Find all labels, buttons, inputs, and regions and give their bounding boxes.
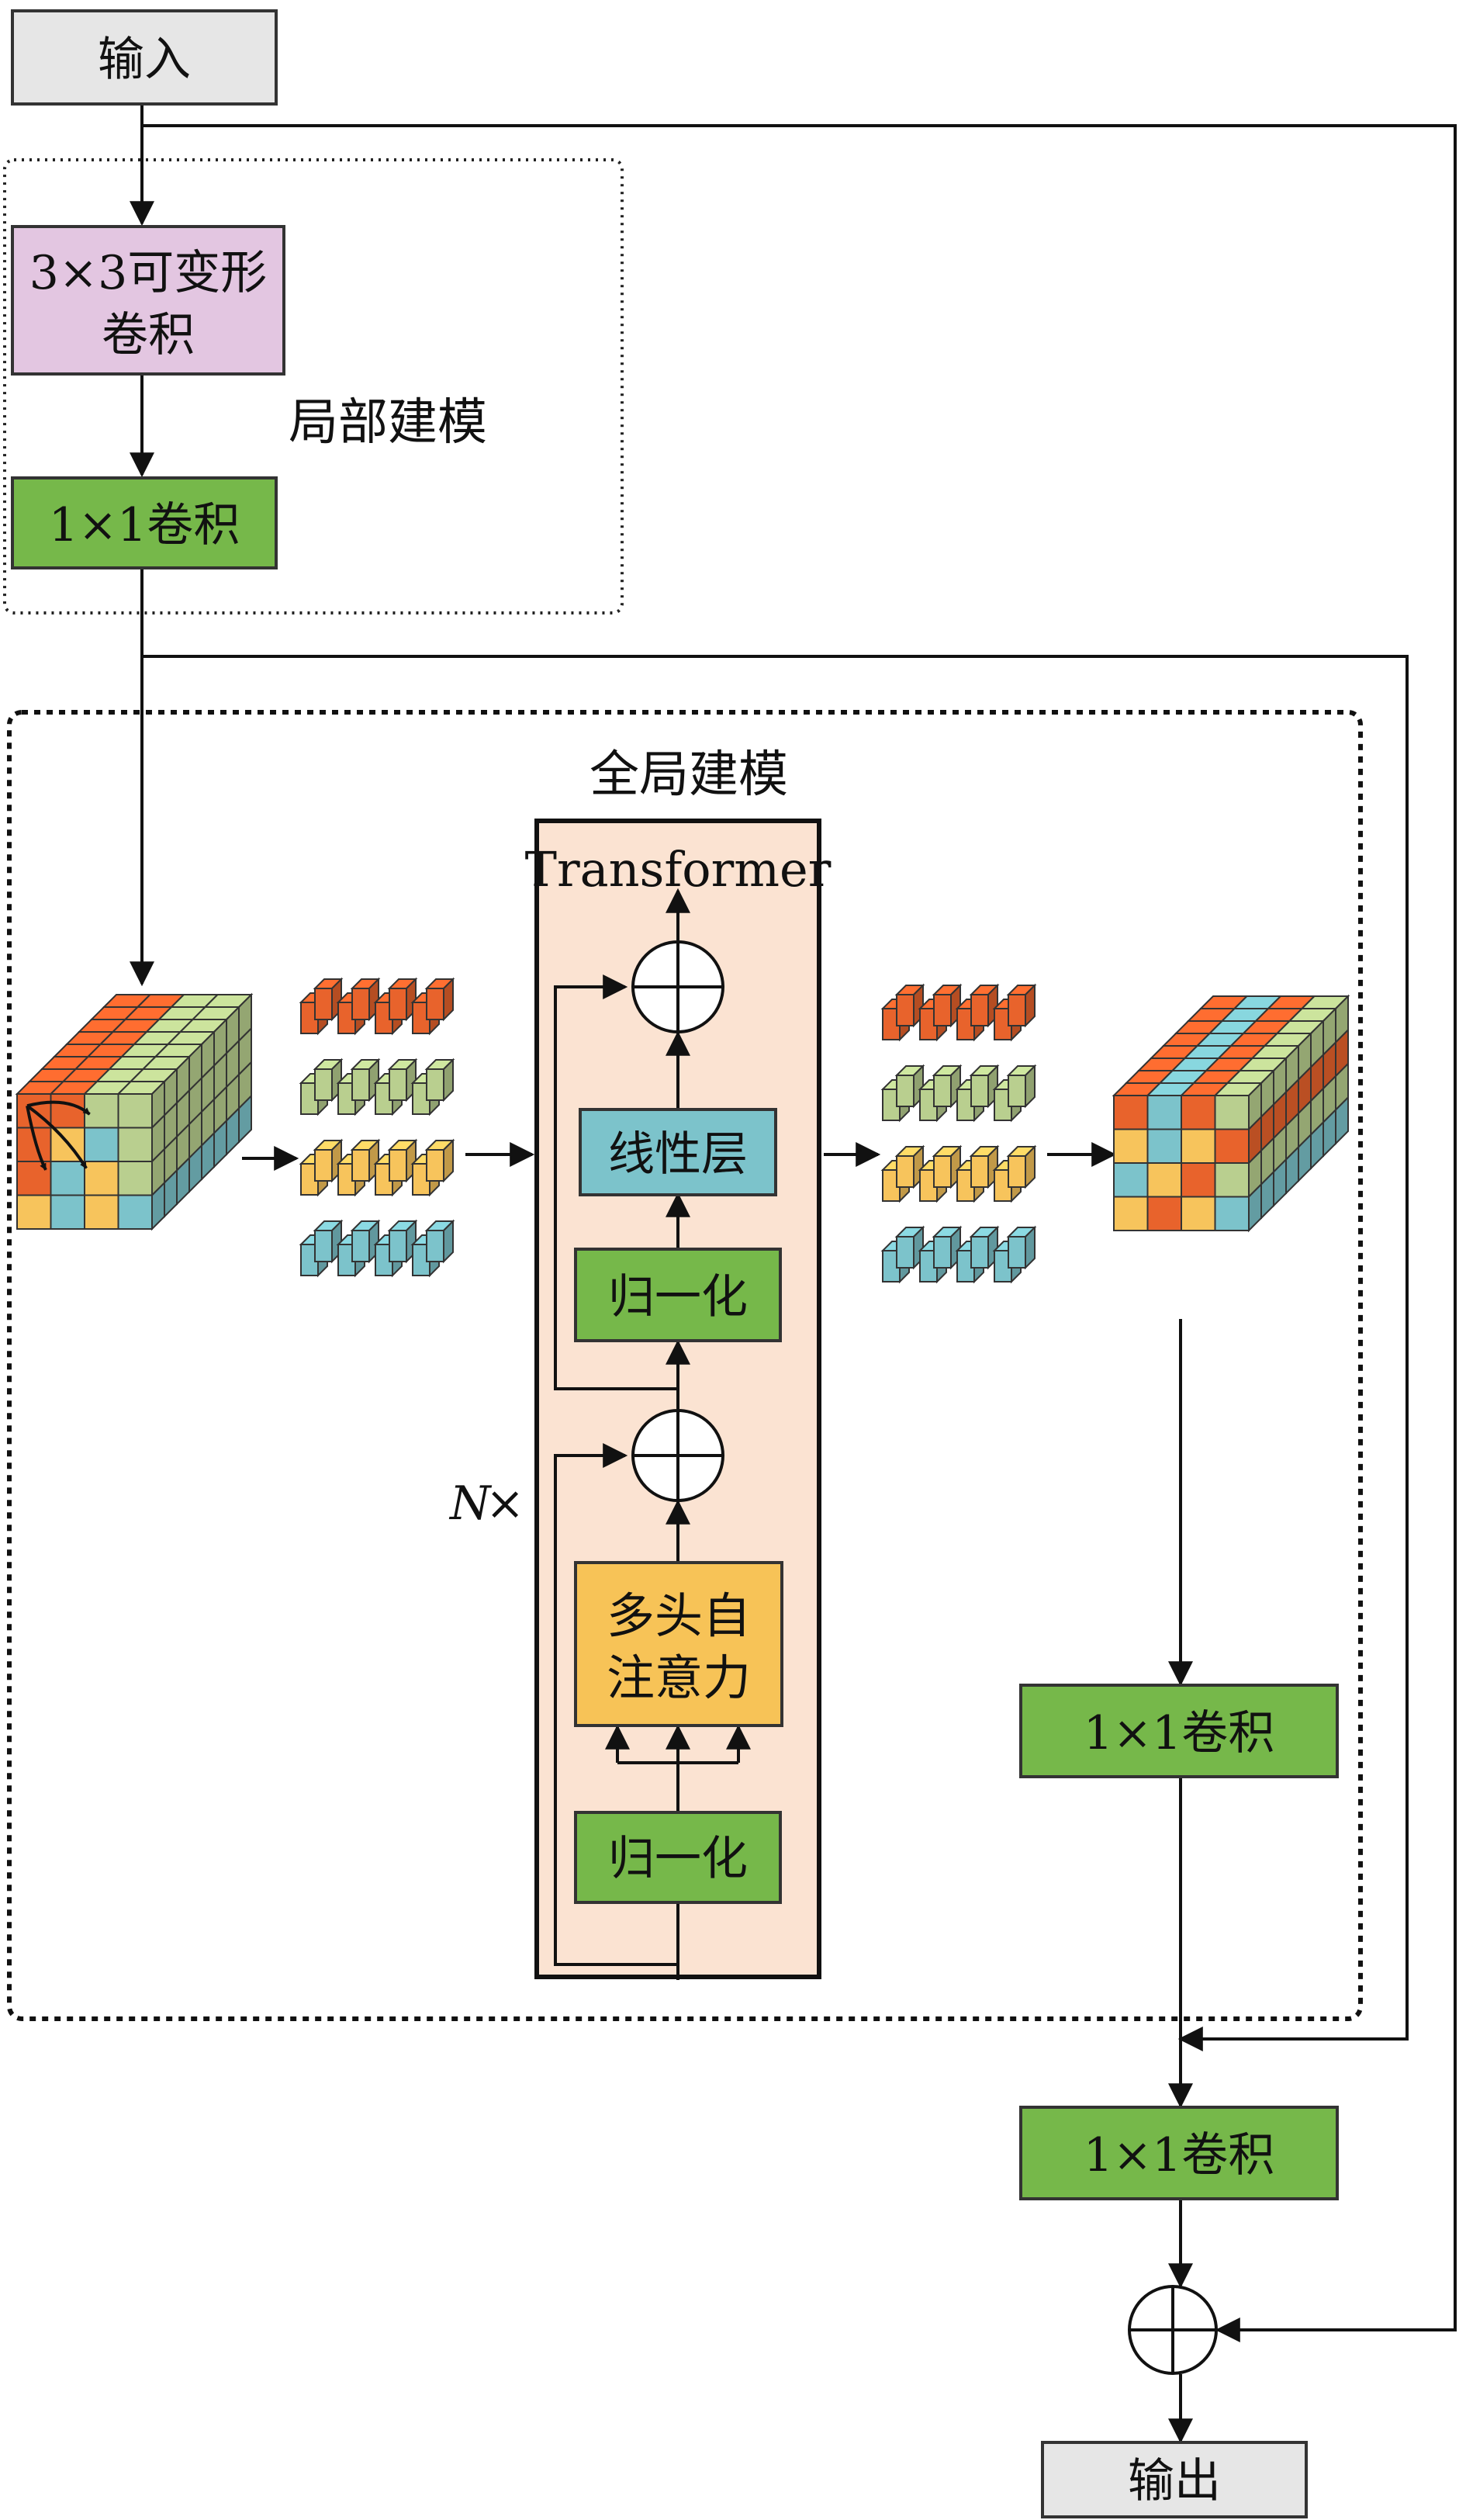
global-modeling-region [7, 710, 1363, 2021]
feature-map-cube-input [15, 992, 254, 1231]
token-block [387, 1138, 418, 1183]
deformable-conv-label-line2: 卷积 [102, 308, 195, 362]
residual-add-top-icon [631, 940, 724, 1033]
token-block [894, 1144, 925, 1189]
token-block [387, 1058, 418, 1102]
token-block [969, 1225, 1000, 1270]
token-block [894, 1064, 925, 1109]
repeat-n-symbol: N [448, 1476, 493, 1531]
transformer-title: Transformer [525, 841, 832, 898]
conv1x1-fusion-label: 1×1卷积 [1084, 2128, 1275, 2182]
conv1x1-fusion-node: 1×1卷积 [1019, 2106, 1339, 2200]
cube-layer [15, 1079, 167, 1231]
token-block [424, 1058, 455, 1102]
token-block [424, 977, 455, 1022]
token-row [880, 983, 1037, 1042]
token-block [969, 1144, 1000, 1189]
local-modeling-label: 局部建模 [289, 394, 487, 452]
mhsa-label-line2: 注意力 [607, 1649, 751, 1706]
token-block [969, 983, 1000, 1028]
cube-layer [1112, 1081, 1264, 1233]
token-block [313, 1138, 344, 1183]
transformer-connectors [554, 888, 751, 1980]
token-block [387, 977, 418, 1022]
token-sequence-input [299, 977, 455, 1278]
deformable-offset-arrows-icon [26, 1100, 91, 1171]
token-row [299, 977, 455, 1036]
token-block [932, 983, 963, 1028]
token-block [932, 1144, 963, 1189]
residual-add-middle-icon [631, 1409, 724, 1502]
output-label: 输出 [1128, 2454, 1221, 2508]
norm-top-node: 归一化 [574, 1248, 782, 1342]
token-row [880, 1225, 1037, 1284]
token-block [424, 1219, 455, 1264]
mhsa-label-line1: 多头自 [607, 1587, 751, 1644]
conv1x1-local-label: 1×1卷积 [49, 498, 240, 552]
token-block [894, 1225, 925, 1270]
token-block [313, 1219, 344, 1264]
token-block [969, 1064, 1000, 1109]
token-block [424, 1138, 455, 1183]
output-node: 输出 [1041, 2441, 1308, 2518]
token-block [932, 1064, 963, 1109]
token-row [299, 1138, 455, 1197]
token-block [1006, 1225, 1037, 1270]
token-block [350, 1219, 381, 1264]
linear-layer-node: 线性层 [579, 1108, 777, 1196]
input-node: 输入 [11, 9, 278, 106]
token-row [880, 1064, 1037, 1123]
norm-top-label: 归一化 [608, 1270, 748, 1324]
global-modeling-label: 全局建模 [590, 746, 788, 804]
token-row [880, 1144, 1037, 1203]
token-block [932, 1225, 963, 1270]
token-block [350, 1058, 381, 1102]
feature-map-cube-output [1112, 994, 1350, 1233]
norm-bottom-label: 归一化 [608, 1832, 748, 1886]
token-block [1006, 1144, 1037, 1189]
token-row [299, 1058, 455, 1116]
token-block [894, 983, 925, 1028]
token-block [387, 1219, 418, 1264]
linear-layer-label: 线性层 [608, 1127, 748, 1182]
input-label: 输入 [98, 33, 191, 87]
deformable-conv-label-line1: 3×3可变形 [29, 246, 268, 300]
conv1x1-global-label: 1×1卷积 [1084, 1706, 1275, 1760]
token-row [299, 1219, 455, 1278]
token-block [350, 977, 381, 1022]
multi-head-self-attention-node: 多头自 注意力 [574, 1561, 783, 1727]
token-block [1006, 983, 1037, 1028]
conv1x1-global-node: 1×1卷积 [1019, 1684, 1339, 1778]
token-block [1006, 1064, 1037, 1109]
token-sequence-output [880, 983, 1037, 1284]
token-block [350, 1138, 381, 1183]
token-block [313, 977, 344, 1022]
local-modeling-region [3, 158, 624, 614]
conv1x1-local-node: 1×1卷积 [11, 476, 278, 569]
token-block [313, 1058, 344, 1102]
deformable-conv-node: 3×3可变形 卷积 [11, 225, 285, 376]
residual-add-final-icon [1128, 2285, 1218, 2375]
repeat-times-symbol: × [486, 1476, 524, 1531]
norm-bottom-node: 归一化 [574, 1811, 782, 1904]
